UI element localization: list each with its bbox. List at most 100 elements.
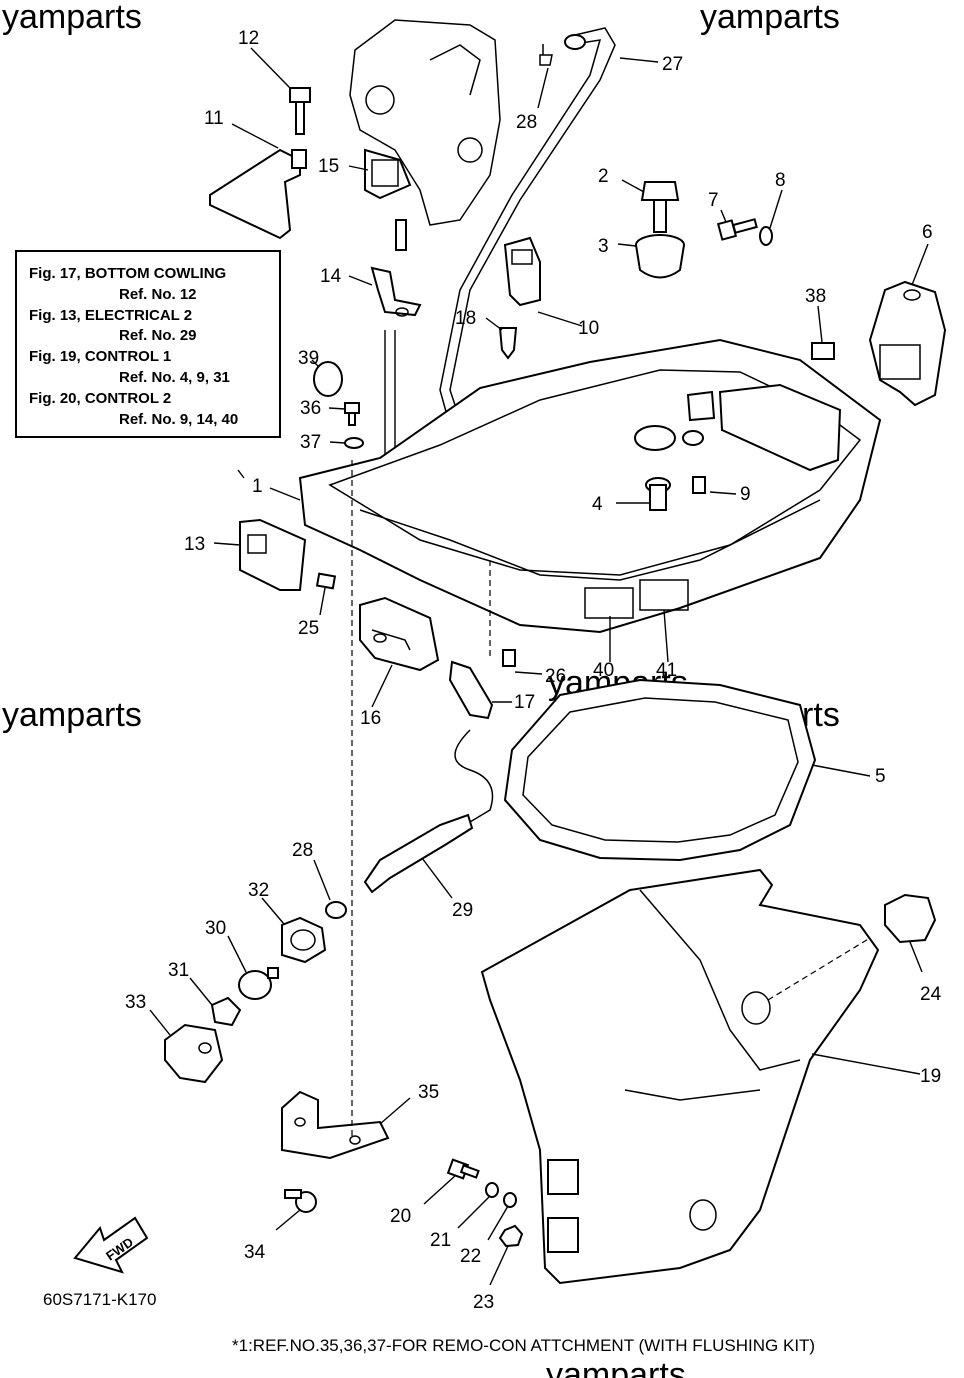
small-bolt-drawing [395, 219, 407, 251]
callout-2: 2 [598, 166, 609, 187]
callout-28: 28 [516, 112, 537, 133]
part-21-washer-drawing [485, 1182, 499, 1198]
part-31-clip-drawing [210, 996, 242, 1027]
callout-24: 24 [920, 984, 942, 1005]
part-13-cover-drawing [239, 518, 307, 591]
callout-41: 41 [656, 660, 677, 681]
part-18-grommet-drawing [498, 327, 518, 360]
callout-27: 27 [662, 54, 683, 75]
callout-38: 38 [805, 286, 826, 307]
callout-16: 16 [360, 708, 381, 729]
part-29-cable-drawing [363, 729, 494, 894]
engine-casting-drawing [349, 19, 501, 226]
callout-35: 35 [418, 1082, 439, 1103]
callout-7: 7 [708, 190, 719, 211]
part-2-bolt-drawing [640, 181, 680, 233]
callout-14: 14 [320, 266, 342, 287]
watermark: yamparts [546, 1356, 686, 1378]
part-36-bolt-drawing [344, 402, 360, 426]
part-33-holder-drawing [164, 1023, 224, 1084]
callout-13: 13 [184, 534, 205, 555]
part-34-bolt-drawing [284, 1189, 317, 1213]
part-32-nut-drawing [281, 916, 327, 964]
leader-lines [149, 47, 929, 1286]
part-3-grommet-drawing [635, 234, 685, 279]
callout-31: 31 [168, 960, 189, 981]
fwd-arrow-icon: FWD [73, 1216, 149, 1274]
ref-line-fig: Fig. 20, CONTROL 2 [29, 389, 172, 407]
callout-4: 4 [592, 494, 603, 515]
callout-26: 26 [545, 666, 566, 687]
part-28-clip-drawing [325, 901, 347, 919]
watermark: yamparts [700, 0, 840, 36]
part-38-label-drawing [811, 342, 835, 360]
ref-line-ref: Ref. No. 9, 14, 40 [119, 410, 239, 428]
callout-12: 12 [238, 28, 259, 49]
ref-line-ref: Ref. No. 29 [119, 327, 197, 345]
part-20-bolt-drawing [446, 1158, 480, 1180]
callout-15: 15 [318, 156, 339, 177]
part-6-lever-drawing [868, 280, 947, 407]
callout-1: 1 [252, 476, 263, 497]
callout-30: 30 [205, 918, 226, 939]
figure-reference-box: Fig. 17, BOTTOM COWLING Ref. No. 12 Fig.… [15, 250, 281, 438]
part-7-bolt-drawing [716, 218, 758, 241]
callout-29: 29 [452, 900, 473, 921]
callout-32: 32 [248, 880, 269, 901]
part-24-grommet-drawing [884, 893, 937, 944]
watermark: yamparts [2, 0, 142, 36]
callout-36: 36 [300, 398, 321, 419]
callout-8: 8 [775, 170, 786, 191]
callout-9: 9 [740, 484, 751, 505]
part-17-grommet-drawing [448, 660, 494, 720]
callout-5: 5 [875, 766, 886, 787]
part-39-plate-drawing [313, 361, 343, 397]
part-9-grommet-drawing [692, 476, 706, 494]
callout-labels: 1 2 3 4 5 6 7 8 9 10 11 12 13 14 15 16 1… [125, 28, 942, 1313]
part-12-bolt-drawing [289, 87, 311, 135]
ref-line-fig: Fig. 17, BOTTOM COWLING [29, 265, 227, 282]
ref-line-ref: Ref. No. 12 [119, 285, 197, 303]
watermark: yamparts [2, 696, 142, 734]
part-37-washer-drawing [344, 437, 364, 449]
callout-40: 40 [593, 660, 614, 681]
callout-21: 21 [430, 1230, 451, 1251]
part-14-plate-drawing [370, 266, 422, 317]
part-25-plate-drawing [315, 572, 337, 590]
part-1-bottom-cowling-drawing [298, 338, 882, 634]
callout-20: 20 [390, 1206, 411, 1227]
callout-34: 34 [244, 1242, 266, 1263]
callout-33: 33 [125, 992, 146, 1013]
drawing-code: 60S7171-K170 [43, 1290, 157, 1309]
callout-11: 11 [204, 108, 224, 129]
callout-22: 22 [460, 1246, 481, 1267]
callout-37: 37 [300, 432, 321, 453]
callout-3: 3 [598, 236, 609, 257]
part-22-washer-drawing [503, 1192, 517, 1208]
part-16-seal-drawing [359, 596, 440, 672]
part-19-lower-cover-drawing [480, 868, 880, 1285]
part-30-grommet-drawing [238, 967, 279, 1000]
callout-23: 23 [473, 1292, 494, 1313]
callout-39: 39 [298, 348, 319, 369]
callout-6: 6 [922, 222, 933, 243]
callout-25: 25 [298, 618, 319, 639]
callout-18: 18 [455, 308, 476, 329]
callout-19: 19 [920, 1066, 941, 1087]
part-15-block-drawing [364, 148, 412, 200]
callout-10: 10 [578, 318, 599, 339]
part-10-connector-drawing [503, 236, 541, 307]
part-35-bracket-drawing [281, 1090, 390, 1160]
ref-line-fig: Fig. 19, CONTROL 1 [29, 348, 172, 366]
callout-28: 28 [292, 840, 313, 861]
part-23-nut-drawing [498, 1224, 524, 1248]
ref-line-fig: Fig. 13, ELECTRICAL 2 [29, 306, 193, 324]
part-11-bracket-drawing [209, 148, 307, 240]
part-28-clip-drawing [539, 44, 553, 66]
part-26-screw-drawing [502, 649, 516, 667]
ref-line-ref: Ref. No. 4, 9, 31 [119, 368, 230, 386]
callout-17: 17 [514, 692, 535, 713]
footnote: *1:REF.NO.35,36,37-FOR REMO-CON ATTCHMEN… [232, 1336, 816, 1355]
part-5-seal-ring-drawing [503, 678, 817, 862]
